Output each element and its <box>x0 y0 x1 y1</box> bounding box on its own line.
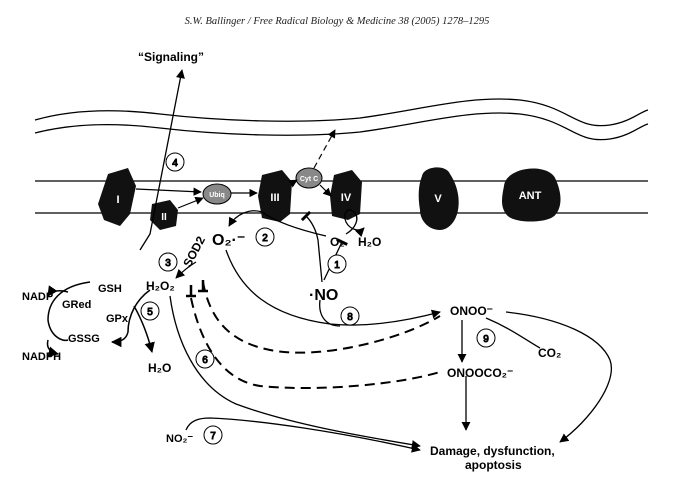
step-8-marker: 8 <box>340 306 360 326</box>
complex-iii: III <box>258 170 292 222</box>
h2o-iv-label: H₂O <box>358 235 381 249</box>
nitrosoperoxycarbonate-label: ONOOCO₂⁻ <box>447 366 513 380</box>
step-9-number: 9 <box>483 334 489 345</box>
complex-ii-label: II <box>161 212 167 223</box>
dashed-inhibition-lines <box>190 281 441 390</box>
ant-label: ANT <box>519 190 542 202</box>
ant-transporter: ANT <box>502 168 561 222</box>
complex-i: I <box>98 168 136 226</box>
gpx-label: GPx <box>106 313 129 325</box>
h2o2-to-damage <box>169 295 421 450</box>
gssg-label: GSSG <box>68 333 100 345</box>
step-9-marker: 9 <box>476 328 496 348</box>
sod2-label: SOD2 <box>180 234 208 270</box>
gred-label: GRed <box>62 299 91 311</box>
complex-v-label: V <box>434 193 442 205</box>
step-1-number: 1 <box>334 260 340 271</box>
step-markers: 1 2 3 4 5 6 7 8 9 <box>140 152 496 445</box>
step-6-number: 6 <box>202 355 208 366</box>
o2-label: O₂ <box>330 235 345 249</box>
ubiquinone-label: Ubiq <box>209 192 225 199</box>
sod2-to-h2o2 <box>175 261 197 279</box>
step-2-number: 2 <box>262 233 268 244</box>
complex-v: V <box>418 167 459 230</box>
cytochrome-c-label: Cyt C <box>300 176 318 183</box>
step-2-marker: 2 <box>255 227 275 247</box>
citation-header: S.W. Ballinger / Free Radical Biology & … <box>185 16 490 27</box>
step-7-marker: 7 <box>203 425 223 445</box>
electron-flow-arrows <box>135 129 336 209</box>
nadp-arrow <box>47 285 69 297</box>
step-8-number: 8 <box>347 312 353 323</box>
step-7-number: 7 <box>210 431 216 442</box>
glutathione-cycle-arrows <box>46 281 155 357</box>
o2-to-h2o-at-iv <box>344 209 365 238</box>
hydrogen-peroxide-label: H₂O₂ <box>146 279 175 293</box>
damage-label-line2: apoptosis <box>465 458 522 472</box>
arrow-cytc-to-iv <box>319 184 332 197</box>
step-5-number: 5 <box>147 307 153 318</box>
nadph-arrow <box>46 339 60 357</box>
gred-cycle-arc <box>47 281 91 342</box>
no2-to-damage <box>185 417 421 453</box>
complex-iv-label: IV <box>341 192 352 204</box>
cytc-release-dashed-arrow <box>313 129 336 169</box>
onoo-reactions <box>457 311 612 443</box>
gpx-to-gssg <box>110 289 151 348</box>
peroxynitrite-label: ONOO⁻ <box>450 304 493 318</box>
arrow-i-to-ubiq <box>135 187 202 196</box>
damage-label-line1: Damage, dysfunction, <box>430 444 555 458</box>
step-3-marker: 3 <box>158 252 178 272</box>
co2-label: CO₂ <box>538 346 561 360</box>
water-label: H₂O <box>148 361 171 375</box>
nadp-label: NADP <box>22 291 53 303</box>
peroxynitrite-formation <box>225 249 441 327</box>
arrow-ii-to-ubiq <box>177 196 204 209</box>
cytochrome-c: Cyt C <box>295 167 323 189</box>
complex-ii: II <box>150 200 178 230</box>
complex-iv: IV <box>330 170 362 220</box>
step-5-marker: 5 <box>140 301 160 321</box>
ubiquinone: Ubiq <box>202 183 232 205</box>
signaling-label: “Signaling” <box>138 50 204 64</box>
complex-i-label: I <box>116 194 119 206</box>
nitrite-label: NO₂⁻ <box>166 433 193 445</box>
step-4-number: 4 <box>172 158 178 169</box>
superoxide-label: O₂·⁻ <box>212 232 245 249</box>
signaling-path <box>139 69 185 251</box>
arrow-iii-to-cytc <box>288 179 298 188</box>
gsh-label: GSH <box>98 283 122 295</box>
gpx-to-h2o <box>133 305 155 354</box>
step-3-number: 3 <box>165 258 171 269</box>
superoxide-formation <box>228 210 327 237</box>
complex-iii-label: III <box>270 192 279 204</box>
step-6-marker: 6 <box>195 349 215 369</box>
nitric-oxide-label: ·NO <box>309 287 338 304</box>
step-4-marker: 4 <box>165 152 185 172</box>
outer-membrane <box>34 98 649 141</box>
step-1-marker: 1 <box>327 254 347 274</box>
